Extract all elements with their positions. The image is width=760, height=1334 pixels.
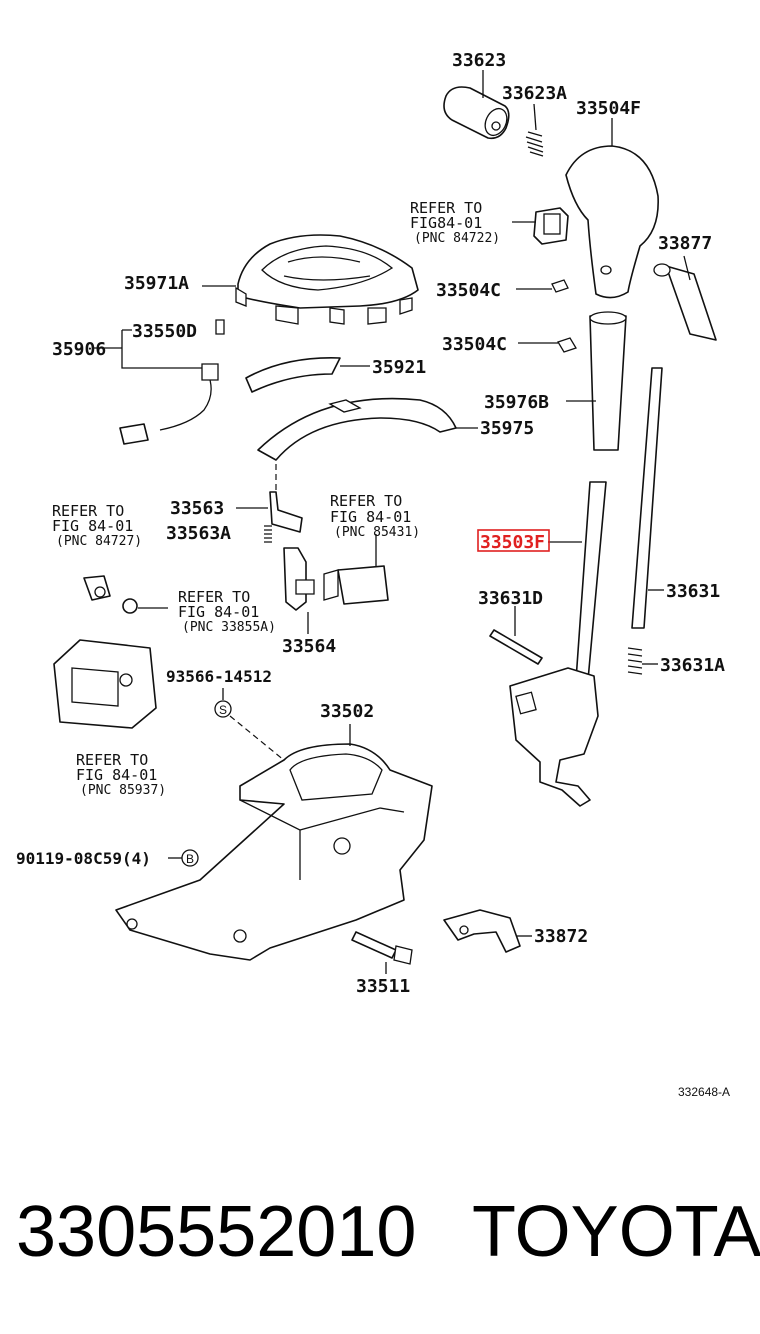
part-85937-block [53, 639, 157, 729]
label-93566-14512: 93566-14512 [166, 667, 272, 686]
label-33504C-top: 33504C [436, 280, 501, 301]
refer-84727-line2: FIG 84-01 [52, 517, 133, 535]
refer-85431-line1: REFER TO [330, 492, 402, 510]
refer-85431-line3: (PNC 85431) [334, 525, 420, 540]
refer-85431-line2: FIG 84-01 [330, 508, 411, 526]
refer-85937-line2: FIG 84-01 [76, 766, 157, 784]
part-33631-rod [631, 367, 663, 629]
refer-84722-line3: (PNC 84722) [414, 231, 500, 246]
refer-33855A-line3: (PNC 33855A) [182, 620, 276, 635]
part-33855A-bushing [122, 598, 168, 614]
part-85431-solenoid [323, 565, 389, 605]
refer-84727-line3: (PNC 84727) [56, 534, 142, 549]
label-33504C-lower: 33504C [442, 334, 507, 355]
refer-33855A-line1: REFER TO [178, 588, 250, 606]
label-33502: 33502 [320, 701, 374, 722]
part-33877-label [653, 263, 717, 341]
part-35906-harness [92, 319, 225, 445]
label-33563A: 33563A [166, 523, 231, 544]
refer-84727-line1: REFER TO [52, 502, 124, 520]
part-33563-lever [269, 491, 303, 533]
refer-84722-line2: FIG84-01 [410, 214, 482, 232]
part-33511-bolt [351, 931, 413, 965]
refer-33855A-line2: FIG 84-01 [178, 603, 259, 621]
part-35971A-housing [235, 234, 419, 325]
part-33504C-screw-2 [518, 337, 577, 353]
part-33872-bracket [443, 909, 521, 953]
part-35975-indicator [257, 397, 457, 461]
label-33877: 33877 [658, 233, 712, 254]
mark-b: B [186, 852, 194, 866]
label-33511: 33511 [356, 976, 410, 997]
refer-85937-line3: (PNC 85937) [80, 783, 166, 798]
label-33504F: 33504F [576, 98, 641, 119]
footer-part-number: 3305552010 [16, 1192, 416, 1272]
part-33564-bracket [283, 547, 315, 611]
refer-85937-line1: REFER TO [76, 751, 148, 769]
label-33623: 33623 [452, 50, 506, 71]
label-33631: 33631 [666, 581, 720, 602]
part-33502-base [115, 743, 433, 961]
label-33503F: 33503F [480, 532, 545, 553]
label-33631D: 33631D [478, 588, 543, 609]
label-33872: 33872 [534, 926, 588, 947]
part-35921-plate [245, 357, 341, 393]
footer-brand: TOYOTA [472, 1192, 760, 1272]
label-33623A: 33623A [502, 83, 567, 104]
highlight-box [477, 529, 550, 552]
part-33631D-pin [489, 629, 543, 665]
mark-s: S [219, 703, 227, 717]
label-35975: 35975 [480, 418, 534, 439]
part-33503F-lever [509, 481, 607, 807]
label-33563: 33563 [170, 498, 224, 519]
label-35971A: 35971A [124, 273, 189, 294]
refer-84722-line1: REFER TO [410, 199, 482, 217]
mark-b-circle [181, 849, 199, 867]
mark-s-circle [214, 700, 232, 718]
label-33564: 33564 [282, 636, 336, 657]
part-84722-switch [533, 207, 569, 245]
label-90119-08C59: 90119-08C59(4) [16, 849, 151, 868]
part-33623-cap [443, 86, 510, 140]
part-35976B-sleeve [589, 311, 627, 451]
part-33623A-spring [525, 103, 544, 157]
part-84727-switch [83, 575, 111, 601]
part-33563A-spring [264, 525, 272, 543]
diagram-code: 332648-A [678, 1085, 730, 1099]
label-33631A: 33631A [660, 655, 725, 676]
part-33504F-knob [565, 145, 659, 299]
label-35921: 35921 [372, 357, 426, 378]
label-35976B: 35976B [484, 392, 549, 413]
part-33631A-spring [627, 647, 658, 675]
label-35906: 35906 [52, 339, 106, 360]
label-33550D: 33550D [132, 321, 197, 342]
part-33504C-screw-1 [516, 279, 569, 293]
